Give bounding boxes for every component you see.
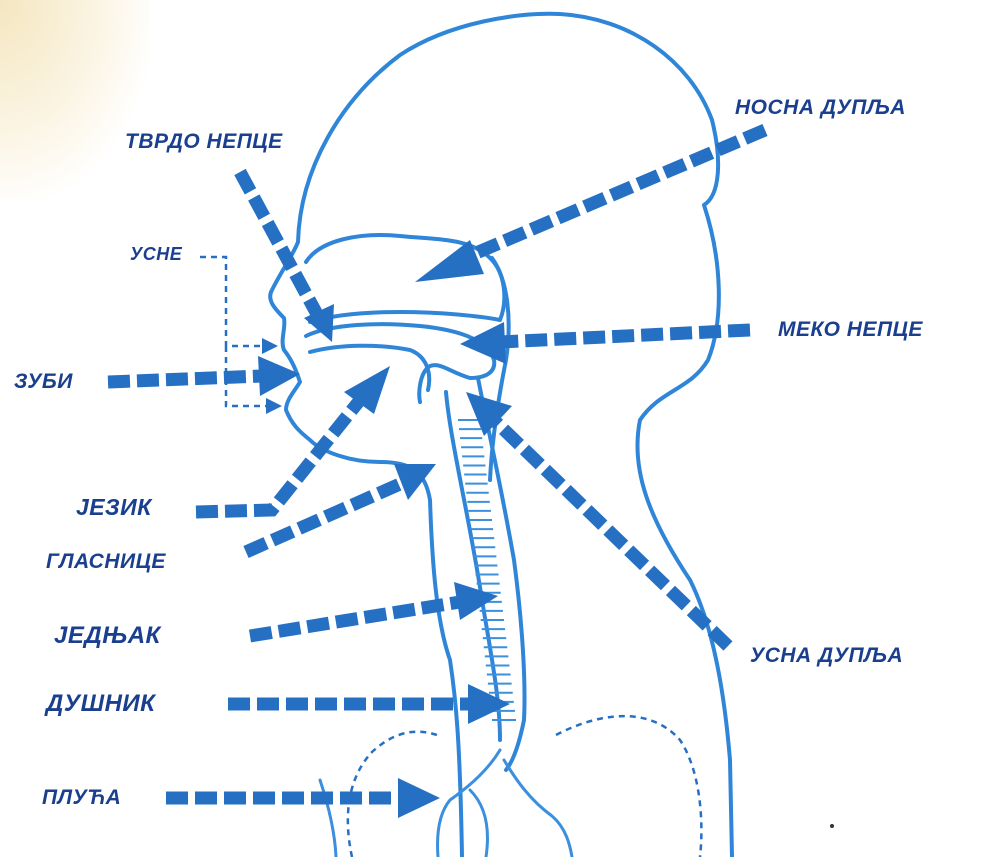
bronchus-left xyxy=(438,750,501,857)
label-trachea: ДУШНИК xyxy=(46,690,155,718)
arrow-lungs-head xyxy=(398,778,440,818)
lung-right-outline xyxy=(556,716,701,857)
label-soft-palate: МЕКО НЕПЦЕ xyxy=(778,318,923,342)
bronchus-branch xyxy=(470,790,487,857)
label-nasal-cavity: НОСНА ДУПЉА xyxy=(735,96,906,120)
arrow-esophagus xyxy=(250,602,460,636)
label-tongue: ЈЕЗИК xyxy=(76,494,152,521)
nasal-cavity-outline xyxy=(306,235,504,322)
arrow-soft-palate-head xyxy=(460,322,506,364)
arrow-vocal-cords xyxy=(246,484,400,552)
label-vocal-cords: ГЛАСНИЦЕ xyxy=(46,550,166,574)
label-oral-cavity: УСНА ДУПЉА xyxy=(750,644,903,668)
arrow-trachea-head xyxy=(468,684,510,724)
arrow-teeth xyxy=(108,376,262,382)
lips-leader-head-top xyxy=(262,338,278,354)
label-lungs: ПЛУЋА xyxy=(42,786,121,810)
label-esophagus: ЈЕДЊАК xyxy=(54,622,161,650)
arrow-oral-cavity xyxy=(496,422,728,646)
trachea-rings xyxy=(458,420,516,720)
label-teeth: ЗУБИ xyxy=(14,370,73,394)
face-outline xyxy=(270,242,462,857)
speck xyxy=(830,824,834,828)
bronchus-right xyxy=(504,760,572,857)
arrow-nasal-cavity xyxy=(455,130,765,262)
lips-leader-head-bottom xyxy=(266,398,282,414)
palate-outline xyxy=(306,324,494,402)
label-hard-palate: ТВРДО НЕПЦЕ xyxy=(125,130,283,154)
label-lips: УСНЕ xyxy=(130,244,182,265)
